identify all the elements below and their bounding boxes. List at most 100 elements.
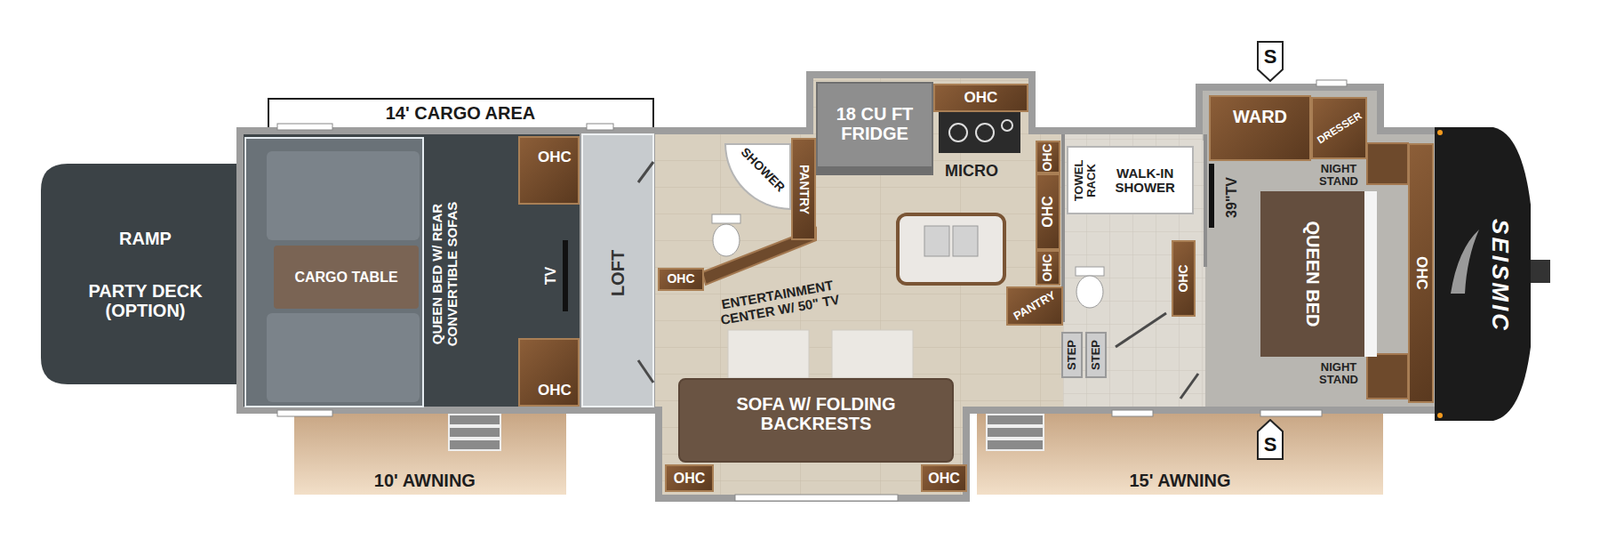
cabinet-box: PANTRY <box>1006 286 1064 326</box>
window <box>586 123 614 130</box>
living-floor <box>662 355 963 495</box>
callout-shape <box>1257 41 1283 81</box>
logo-swoosh <box>1450 229 1480 294</box>
window <box>1316 80 1347 87</box>
tv-screen <box>1208 163 1215 228</box>
node-label: CARGO TABLE <box>294 269 398 286</box>
window <box>277 123 333 130</box>
cabinet-box: OHC <box>1035 173 1061 250</box>
awning-band <box>976 413 1384 495</box>
cooktop <box>938 112 1021 153</box>
cabinet-box: WARD <box>1208 95 1312 161</box>
plan-label: SEISMIC <box>1488 218 1514 333</box>
ottoman <box>728 329 809 378</box>
node-label: OHC <box>666 272 695 286</box>
loft-floor <box>582 134 654 407</box>
cabinet-box: OHC <box>657 267 704 291</box>
node-label: 10' AWNING <box>374 470 476 490</box>
cabinet-box: OHC <box>518 136 580 205</box>
plan-label: QUEEN BED W/ REAR CONVERTIBLE SOFAS <box>430 200 460 348</box>
window <box>1112 409 1153 416</box>
window <box>277 409 333 416</box>
fridge-box: 18 CU FT FRIDGE <box>816 81 934 176</box>
plan-label: MICRO <box>944 162 999 181</box>
awning-band <box>294 413 567 495</box>
dimension-bracket <box>268 98 654 128</box>
toilet <box>712 214 741 256</box>
node-label: OHC <box>964 89 999 107</box>
callout-badge: S <box>1256 418 1284 460</box>
nightstand <box>1367 143 1408 184</box>
window <box>735 494 898 501</box>
node-label: OHC <box>1040 143 1055 171</box>
awning-band: 10' AWNING <box>294 413 567 495</box>
node-label: DRESSER <box>1314 110 1364 147</box>
plan-label: NIGHT STAND <box>1312 360 1366 387</box>
callout-shape <box>1257 419 1283 459</box>
node-label: S <box>1264 432 1278 455</box>
node-label: STEP <box>1089 339 1103 370</box>
node-label: OHC <box>1040 253 1055 281</box>
node-label: 15' AWNING <box>1128 470 1231 490</box>
plan-label: LOFT <box>608 249 628 296</box>
interior-wall <box>1203 134 1208 267</box>
tv-screen <box>562 240 568 312</box>
node-label: SHOWER <box>737 145 787 195</box>
marker-light <box>1437 129 1443 136</box>
node-label: STEP <box>1065 339 1079 370</box>
toilet <box>1075 266 1104 308</box>
pillow-strip <box>1364 191 1377 357</box>
cargo-floor <box>243 134 580 407</box>
door-swing <box>1115 312 1167 347</box>
node-label: OHC <box>1412 256 1430 290</box>
kitchen-island <box>897 214 1005 284</box>
step-box: STEP <box>1085 331 1107 378</box>
plan-label: 14' CARGO AREA <box>385 103 536 123</box>
node-label: PANTRY <box>1011 288 1058 323</box>
node-label: WARD <box>1232 106 1288 127</box>
sofa-box: SOFA W/ FOLDING BACKRESTS <box>678 377 954 463</box>
callout-badge: S <box>1256 40 1284 82</box>
node-label: OHC <box>1176 264 1191 292</box>
cabinet-box: PANTRY <box>791 137 816 240</box>
node-label: PANTRY <box>796 164 810 215</box>
node-label: OHC <box>537 149 572 167</box>
node-label: 18 CU FT FRIDGE <box>825 104 924 144</box>
door-swing <box>1180 373 1199 399</box>
bed-box: QUEEN BED <box>1260 191 1365 357</box>
cabinet-box: OHC <box>518 337 580 407</box>
node-label: TOWEL RACK <box>1072 152 1099 208</box>
cabinet-box: OHC <box>920 464 968 492</box>
cabinet-box: OHC <box>1035 140 1061 174</box>
node-label: OHC <box>537 382 572 400</box>
cabinet-box: OHC <box>933 83 1029 112</box>
hitch <box>1530 259 1551 283</box>
node-label: QUEEN BED <box>1303 221 1323 328</box>
door-swing <box>638 161 654 183</box>
cabinet-box: OHC <box>1171 240 1196 317</box>
node-label: OHC <box>673 470 706 487</box>
node-label: OHC <box>928 470 960 487</box>
nightstand <box>1367 353 1408 399</box>
ramp-area: RAMP PARTY DECK (OPTION) <box>40 163 250 384</box>
shower-box: TOWEL RACK WALK-IN SHOWER <box>1066 145 1194 215</box>
slideout-wall <box>655 350 970 502</box>
plan-label: NIGHT STAND <box>1312 162 1366 189</box>
awning-band: 15' AWNING <box>976 413 1384 495</box>
window <box>1260 409 1322 416</box>
step-box: STEP <box>1061 331 1083 378</box>
bath-floor <box>1063 134 1206 407</box>
cabinet-box: DRESSER <box>1311 96 1368 160</box>
door-swing <box>638 360 654 383</box>
glass-overlay <box>245 137 424 407</box>
node-label: PARTY DECK (OPTION) <box>79 280 213 320</box>
cabinet-box: OHC <box>1035 249 1061 286</box>
bedroom-floor <box>1205 134 1435 407</box>
node-label: WALK-IN SHOWER <box>1106 165 1184 195</box>
plan-label: TV <box>543 266 560 285</box>
node-label: RAMP <box>119 228 172 248</box>
front-cap <box>1434 127 1531 421</box>
node-label: S <box>1264 46 1278 68</box>
ramp-deck <box>40 163 250 384</box>
